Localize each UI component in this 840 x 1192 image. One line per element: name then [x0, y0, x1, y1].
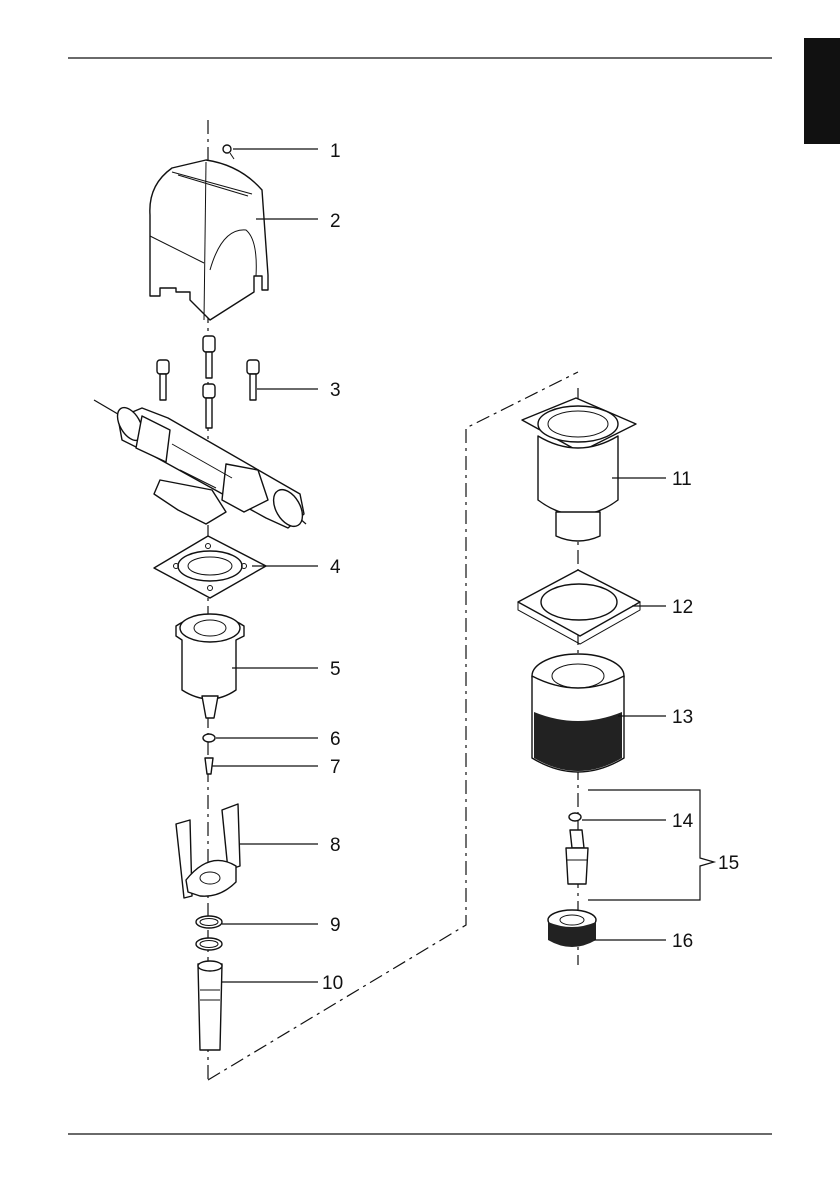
callout-11: 11: [672, 469, 692, 490]
part-7-pin: [205, 758, 213, 774]
part-6-washer: [203, 734, 215, 742]
callout-13: 13: [672, 707, 693, 728]
part-16-nut: [548, 910, 596, 947]
part-2-cover-hood: [150, 160, 268, 320]
language-tab: [804, 38, 840, 144]
callout-8: 8: [330, 835, 341, 856]
part-4-flange-gasket: [154, 536, 266, 598]
callout-9: 9: [330, 915, 341, 936]
part-13-filter-element: [532, 654, 624, 772]
callout-6: 6: [330, 729, 341, 750]
callout-15: 15: [718, 853, 739, 874]
pipe-fitting-body: [94, 400, 308, 531]
leader-lines: [212, 149, 714, 982]
part-5-filter-insert: [176, 614, 244, 718]
part-15-nipple: [566, 830, 588, 884]
part-11-housing: [522, 398, 636, 541]
part-12-adapter-frame: [518, 570, 640, 644]
callout-1: 1: [330, 141, 341, 162]
callout-12: 12: [672, 597, 693, 618]
callout-7: 7: [330, 757, 341, 778]
part-14-small-ring: [569, 813, 581, 821]
callout-10: 10: [322, 973, 343, 994]
part-10-valve-cartridge: [198, 961, 222, 1050]
callout-4: 4: [330, 557, 341, 578]
callout-16: 16: [672, 931, 693, 952]
callout-2: 2: [330, 211, 341, 232]
callout-3: 3: [330, 380, 341, 401]
part-1-small-screw: [223, 145, 234, 159]
callout-5: 5: [330, 659, 341, 680]
callout-14: 14: [672, 811, 694, 832]
part-9-o-rings: [196, 916, 222, 950]
